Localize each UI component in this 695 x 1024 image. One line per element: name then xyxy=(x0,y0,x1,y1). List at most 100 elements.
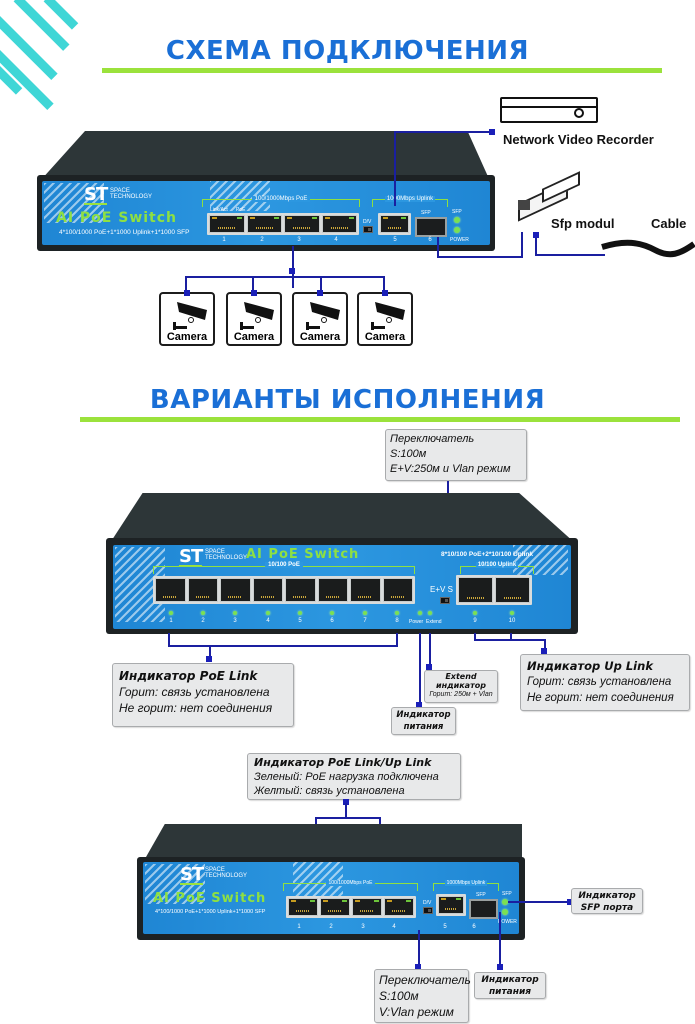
port-number: 2 xyxy=(260,237,264,243)
brand-sub-2: TECHNOLOGY xyxy=(110,194,153,200)
callout-title: Индикатор xyxy=(578,891,636,901)
callout-line: Горит: связь установлена xyxy=(119,685,270,699)
ethernet-port-3[interactable] xyxy=(352,898,382,916)
wire-node xyxy=(415,964,421,970)
port-number: 4 xyxy=(266,618,270,624)
ethernet-port-2[interactable] xyxy=(320,898,350,916)
uplink-group-label: 1000Mbps Uplink xyxy=(444,880,488,886)
ethernet-port-5[interactable] xyxy=(285,578,316,602)
ethernet-port-4[interactable] xyxy=(252,578,283,602)
ethernet-port-1[interactable] xyxy=(288,898,318,916)
switch-spec: 8*10/100 PoE+2*10/100 Uplink xyxy=(441,551,533,558)
callout-switch-mode-6port: Переключатель S:100м V:Vlan режим xyxy=(374,969,471,1023)
port-number: 8 xyxy=(395,618,399,624)
callout-sfp-port: Индикатор SFP порта xyxy=(571,888,643,914)
wire-node xyxy=(289,268,295,274)
callout-title: Индикатор Up Link xyxy=(527,659,653,673)
wire-node xyxy=(541,648,547,654)
ethernet-port-2[interactable] xyxy=(246,215,282,233)
brand-sub-1: SPACE xyxy=(110,188,130,194)
ethernet-port-8[interactable] xyxy=(382,578,413,602)
port-number: 7 xyxy=(363,618,367,624)
cctv-camera-icon xyxy=(306,302,340,330)
ethernet-port-4[interactable] xyxy=(321,215,357,233)
ethernet-port-7[interactable] xyxy=(350,578,381,602)
sfp-led xyxy=(454,217,460,223)
callout-switch-mode-10port: Переключатель S:100м E+V:250м и Vlan реж… xyxy=(385,429,527,481)
sfp-led-label: SFP xyxy=(502,891,512,897)
dip-label: E+V S xyxy=(430,585,453,594)
port-number: 1 xyxy=(169,618,173,624)
ethernet-port-1[interactable] xyxy=(209,215,245,233)
sfp-port-6[interactable] xyxy=(469,899,498,919)
sfp-port-6[interactable] xyxy=(415,217,447,237)
dip-switch[interactable] xyxy=(440,597,450,604)
port-number: 6 xyxy=(330,618,334,624)
camera-card: Camera xyxy=(226,290,282,346)
ethernet-port-5[interactable] xyxy=(438,896,464,914)
wire-node xyxy=(567,899,573,905)
uplink-group-label: 1000Mbps Uplink xyxy=(384,196,436,202)
ethernet-port-4[interactable] xyxy=(384,898,414,916)
port-led xyxy=(233,611,237,615)
callout-line: Горит: связь установлена xyxy=(527,676,672,688)
section-title-variants: ВАРИАНТЫ ИСПОЛНЕНИЯ xyxy=(149,385,546,415)
port-number: 4 xyxy=(392,924,396,930)
uplink-port-strip xyxy=(378,213,411,235)
poe-ports xyxy=(153,576,415,604)
port-number: 5 xyxy=(443,924,447,930)
camera-wire-bus xyxy=(185,276,385,278)
port-number: 6 xyxy=(428,237,432,243)
power-led xyxy=(454,227,460,233)
ethernet-port-3[interactable] xyxy=(220,578,251,602)
ethernet-port-2[interactable] xyxy=(187,578,218,602)
sfp-wire xyxy=(521,232,523,258)
ethernet-port-3[interactable] xyxy=(284,215,320,233)
switch-spec: 4*100/1000 PoE+1*1000 Uplink+1*1000 SFP xyxy=(155,909,266,915)
brand-sub-2: TECHNOLOGY xyxy=(205,555,248,561)
port-number: 3 xyxy=(361,924,365,930)
cable-icon xyxy=(601,239,695,258)
callout-poe-uplink-6port: Индикатор PoE Link/Up Link Зеленый: PoE … xyxy=(247,753,461,800)
callout-title: Extend xyxy=(445,672,477,681)
poe-link-wire xyxy=(168,645,398,647)
callout-title: SFP порта xyxy=(580,903,634,913)
port-number: 6 xyxy=(472,924,476,930)
nvr-label: Network Video Recorder xyxy=(503,132,654,147)
panel-hatch xyxy=(293,862,343,896)
wire-node xyxy=(343,799,349,805)
uplink-wire xyxy=(544,639,546,651)
port-number: 1 xyxy=(297,924,301,930)
uplink-wire xyxy=(510,633,512,641)
brand-logo: ST xyxy=(84,184,108,205)
port-number: 4 xyxy=(334,237,338,243)
poe-ports xyxy=(286,896,416,918)
ethernet-port-9[interactable] xyxy=(458,577,493,603)
ethernet-port-1[interactable] xyxy=(155,578,186,602)
callout-title: Индикатор xyxy=(396,710,451,720)
callout-line: Не горит: нет соединения xyxy=(527,692,674,704)
camera-label: Camera xyxy=(299,331,341,343)
uplink-led xyxy=(510,611,514,615)
ethernet-port-5[interactable] xyxy=(380,215,409,233)
switch-model-name: AI PoE Switch xyxy=(56,210,178,226)
port-number: 3 xyxy=(233,618,237,624)
extend-label: Extend xyxy=(426,619,442,625)
switch-top-cover xyxy=(40,131,490,181)
callout-line: Переключатель xyxy=(379,973,471,987)
ethernet-port-6[interactable] xyxy=(317,578,348,602)
brand-logo: ST xyxy=(180,864,204,885)
ethernet-port-10[interactable] xyxy=(495,577,530,603)
poe-group-label: 10/100 PoE xyxy=(265,562,303,568)
callout-line: S:100м xyxy=(390,448,427,460)
sfp-label: SFP xyxy=(476,892,486,898)
nvr-wire xyxy=(394,131,396,206)
dip-wire xyxy=(418,930,420,966)
wire-node xyxy=(497,964,503,970)
switch-front-panel: ST SPACE TECHNOLOGY AI PoE Switch 4*100/… xyxy=(42,181,490,245)
switch-front-panel: ST SPACE TECHNOLOGY AI PoE Switch 4*100/… xyxy=(143,862,519,934)
dip-switch[interactable] xyxy=(363,226,373,233)
cctv-camera-icon xyxy=(371,302,405,330)
dip-switch[interactable] xyxy=(423,907,433,914)
sfp-led-label: SFP xyxy=(452,209,462,215)
